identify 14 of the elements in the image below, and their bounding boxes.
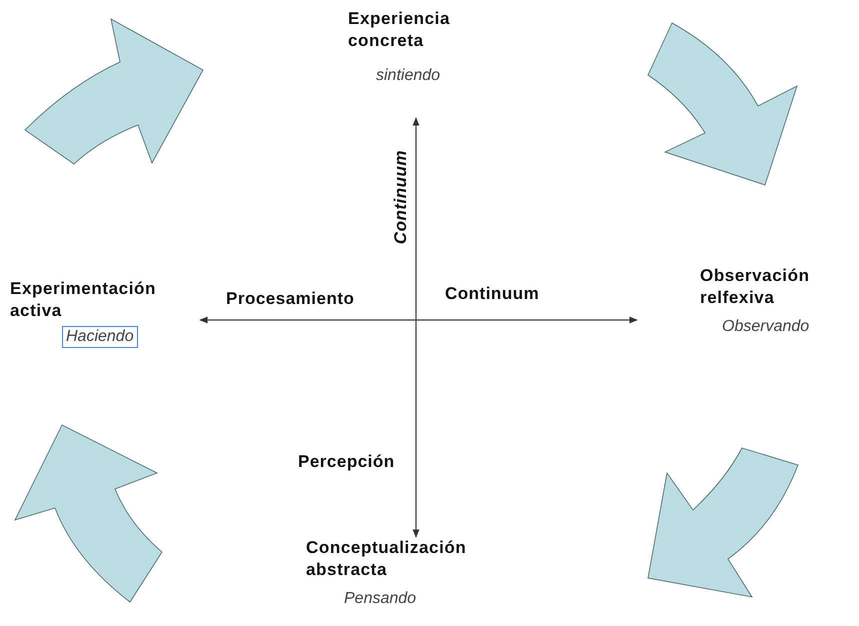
axis-label: Continuum (445, 284, 540, 304)
stage-verb: Haciendo (62, 326, 138, 348)
axis-label: Continuum (391, 150, 411, 244)
stage-title: Experimentación activa (10, 278, 157, 322)
stage-verb: Pensando (344, 589, 416, 609)
axis-label: Percepción (298, 452, 395, 472)
axis-arrow (412, 117, 420, 538)
axis-label: Procesamiento (226, 289, 354, 309)
stage-verb: Observando (722, 317, 810, 337)
stage-verb: sintiendo (376, 66, 440, 86)
axis-arrow (199, 316, 638, 324)
stage-title: Observación relfexiva (700, 265, 811, 309)
stage-title: Conceptualización abstracta (306, 537, 468, 581)
stage-title: Experiencia concreta (348, 8, 452, 52)
